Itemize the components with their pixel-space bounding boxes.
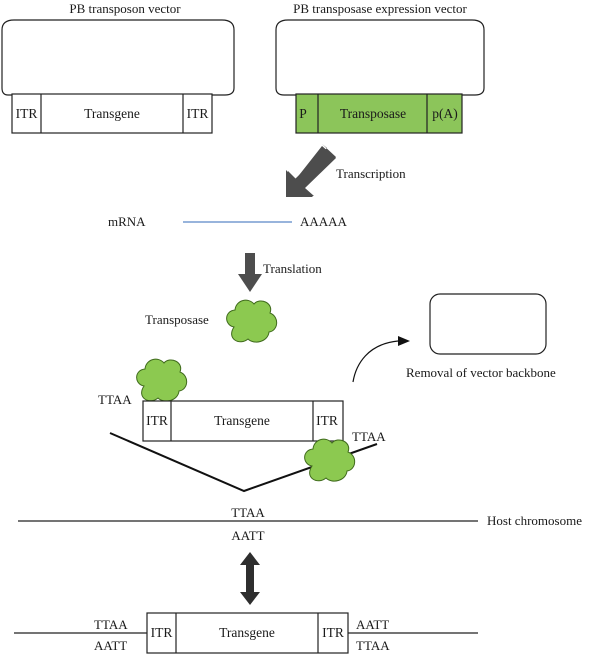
integrated-transgene-label: Transgene [219,625,275,640]
transgene-label: Transgene [84,106,140,121]
polya-label: p(A) [432,106,458,121]
integrated-itr-left: ITR [151,625,173,640]
integrated-ttaa-left: TTAA [94,617,128,632]
excision-ttaa-right: TTAA [352,429,386,444]
translation-arrow [238,253,262,292]
excised-itr-right: ITR [316,413,338,428]
integration-double-arrow [240,552,260,605]
transposon-backbone-loop [1,19,235,96]
transposase-vector-title: PB transposase expression vector [293,1,467,16]
mrna-label: mRNA [108,214,146,229]
integrated-aatt-right: AATT [356,617,389,632]
transposon-cassette [11,93,213,134]
excised-transgene-label: Transgene [214,413,270,428]
transposase-protein-label: Transposase [145,312,209,327]
transposase-gene-label: Transposase [340,106,406,121]
translation-label: Translation [263,261,322,276]
host-aatt-label: AATT [231,528,264,543]
excision-ttaa-left: TTAA [98,392,132,407]
polya-tail-label: AAAAA [300,214,348,229]
transposase-protein-blob [226,299,278,343]
removal-label: Removal of vector backbone [406,365,556,380]
itr-left-label: ITR [16,106,38,121]
transposase-backbone-loop [275,19,485,96]
removal-arrow [352,336,410,383]
transcription-arrow [286,144,336,197]
transposase-bound-right-blob [304,438,356,482]
transcription-label: Transcription [336,166,406,181]
integrated-ttaa-right: TTAA [356,638,390,653]
promoter-label: P [299,106,307,121]
excised-cassette [142,400,344,442]
integrated-itr-right: ITR [322,625,344,640]
transposase-cassette [295,93,463,134]
transposon-vector: ITR Transgene ITR [1,19,235,134]
host-ttaa-label: TTAA [231,505,265,520]
integrated-cassette [146,612,349,654]
host-chromosome-label: Host chromosome [487,513,582,528]
integrated-aatt-left: AATT [94,638,127,653]
transposon-vector-title: PB transposon vector [69,1,181,16]
itr-right-label: ITR [187,106,209,121]
transposase-vector: P Transposase p(A) [275,19,485,134]
removed-backbone-loop [429,293,547,355]
excised-itr-left: ITR [146,413,168,428]
excised-transposon: ITR Transgene ITR [142,400,344,442]
transposase-bound-left-blob [136,358,188,402]
integrated-locus: ITR Transgene ITR [14,612,478,654]
